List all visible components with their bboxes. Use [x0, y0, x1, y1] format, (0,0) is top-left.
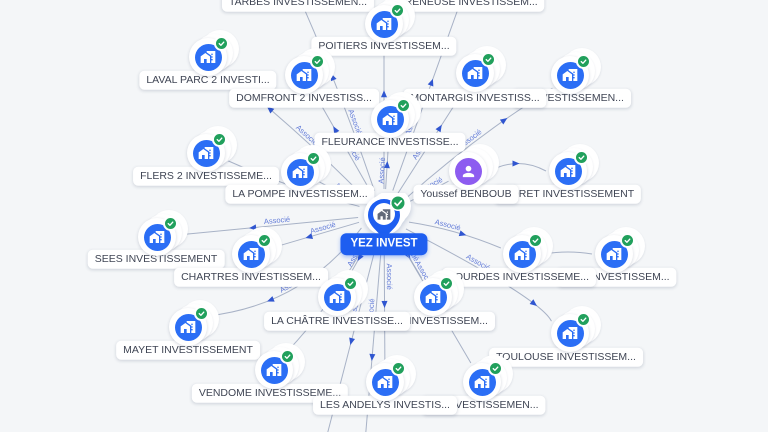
verified-badge-icon: [481, 52, 496, 67]
home-work-icon: [467, 67, 483, 79]
home-work-icon: [382, 113, 398, 125]
node-bubble: [454, 157, 482, 185]
node-label-toulouse[interactable]: TOULOUSE INVESTISSEM...: [489, 347, 643, 367]
node-label-tarbes[interactable]: TARBES INVESTISSEMEN...: [221, 0, 375, 12]
building-icon: [377, 209, 391, 220]
home-work-icon: [606, 248, 622, 260]
edge-arrow: [458, 230, 467, 237]
home-work-icon: [266, 364, 282, 376]
verified-badge-icon: [391, 361, 406, 376]
verified-badge-icon: [396, 98, 411, 113]
node-label-yez[interactable]: YEZ INVEST: [340, 233, 428, 255]
node-disc: [456, 54, 494, 92]
home-work-icon: [200, 51, 216, 63]
edge-arrow: [349, 337, 355, 346]
edge-label: Associé: [346, 108, 364, 136]
verified-badge-icon: [574, 150, 589, 165]
edge-arrow: [427, 78, 434, 87]
verified-badge-icon: [576, 312, 591, 327]
node-disc: [595, 235, 633, 273]
home-work-icon: [560, 165, 576, 177]
node-disc: [449, 152, 487, 190]
edge-label: Associé: [376, 157, 387, 184]
verified-badge-icon: [576, 54, 591, 69]
home-work-icon: [562, 69, 578, 81]
home-work-icon: [329, 291, 345, 303]
verified-badge-icon: [391, 196, 405, 210]
node-label-mayet[interactable]: MAYET INVESTISSEMENT: [116, 340, 260, 360]
edge-arrow: [267, 296, 275, 302]
verified-badge-icon: [214, 36, 229, 51]
node-label-vendome[interactable]: VENDOME INVESTISSEME...: [191, 383, 349, 403]
home-work-icon: [198, 147, 214, 159]
node-bubble: [174, 313, 202, 341]
edge-arrow: [499, 118, 508, 125]
verified-badge-icon: [194, 306, 209, 321]
edge-arrow: [381, 90, 387, 98]
home-work-icon: [377, 376, 393, 388]
home-work-icon: [149, 231, 165, 243]
node-label-freneuse[interactable]: FRENEUSE INVESTISSEM...: [391, 0, 545, 12]
person-icon: [462, 165, 474, 177]
home-work-icon: [243, 248, 259, 260]
home-work-icon: [425, 291, 441, 303]
home-work-icon: [562, 327, 578, 339]
verified-badge-icon: [257, 233, 272, 248]
verified-badge-icon: [212, 132, 227, 147]
home-work-icon: [180, 321, 196, 333]
edge-arrow: [512, 160, 520, 167]
verified-badge-icon: [390, 3, 405, 18]
edge-label: Associé: [309, 220, 337, 236]
edge-label: Associé: [385, 264, 394, 290]
verified-badge-icon: [306, 151, 321, 166]
graph-node-yez[interactable]: [356, 193, 412, 259]
verified-badge-icon: [488, 361, 503, 376]
edge-arrow: [529, 299, 537, 306]
home-work-icon: [296, 69, 312, 81]
verified-badge-icon: [280, 349, 295, 364]
verified-badge-icon: [528, 233, 543, 248]
verified-badge-icon: [163, 216, 178, 231]
home-work-icon: [376, 18, 392, 30]
verified-badge-icon: [310, 54, 325, 69]
home-work-icon: [514, 248, 530, 260]
edge-arrow: [369, 353, 376, 361]
home-work-icon: [474, 376, 490, 388]
node-label-sees[interactable]: SEES INVESTISSEMENT: [87, 249, 225, 269]
verified-badge-icon: [439, 276, 454, 291]
home-work-icon: [292, 166, 308, 178]
edge-arrow: [435, 124, 442, 133]
verified-badge-icon: [620, 233, 635, 248]
verified-badge-icon: [343, 276, 358, 291]
edge-arrow: [381, 300, 388, 308]
edge-label: Associé: [434, 217, 462, 232]
edge-label: Associé: [263, 215, 290, 226]
edge-arrow: [305, 233, 314, 239]
edge-arrow: [383, 161, 390, 169]
